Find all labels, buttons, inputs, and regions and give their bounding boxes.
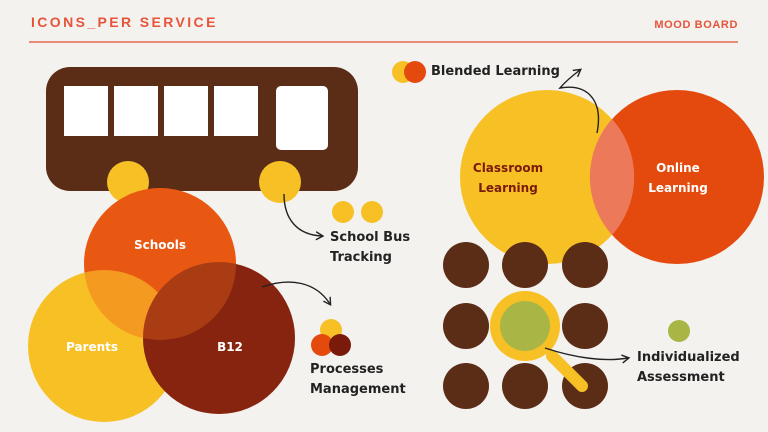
label-individualized-assessment: Individualized Assessment bbox=[637, 350, 740, 385]
magnifier-icon bbox=[490, 291, 588, 392]
label-processes-management: Processes Management bbox=[310, 362, 406, 397]
green-dot-icon bbox=[668, 320, 690, 342]
mood-board-tag: MOOD BOARD bbox=[654, 19, 738, 31]
venn-label-classroom: Classroom Learning bbox=[472, 161, 544, 195]
blended-dots-icon bbox=[392, 61, 426, 83]
label-blended-learning: Blended Learning bbox=[431, 64, 560, 79]
venn-label-schools: Schools bbox=[133, 238, 187, 252]
venn-label-online: Online Learning bbox=[648, 161, 708, 195]
venn-label-b12: B12 bbox=[217, 340, 243, 354]
label-school-bus-tracking: School Bus Tracking bbox=[330, 230, 411, 265]
connector-arrows bbox=[261, 68, 631, 364]
two-dots-icon bbox=[332, 201, 383, 223]
services-venn-icon bbox=[28, 188, 295, 422]
header-divider bbox=[29, 41, 738, 43]
learning-venn-icon bbox=[460, 90, 764, 264]
mini-venn-icon bbox=[311, 319, 351, 356]
bus-icon bbox=[46, 67, 358, 203]
venn-label-parents: Parents bbox=[65, 340, 119, 354]
page-title: ICONS_PER SERVICE bbox=[31, 14, 218, 30]
